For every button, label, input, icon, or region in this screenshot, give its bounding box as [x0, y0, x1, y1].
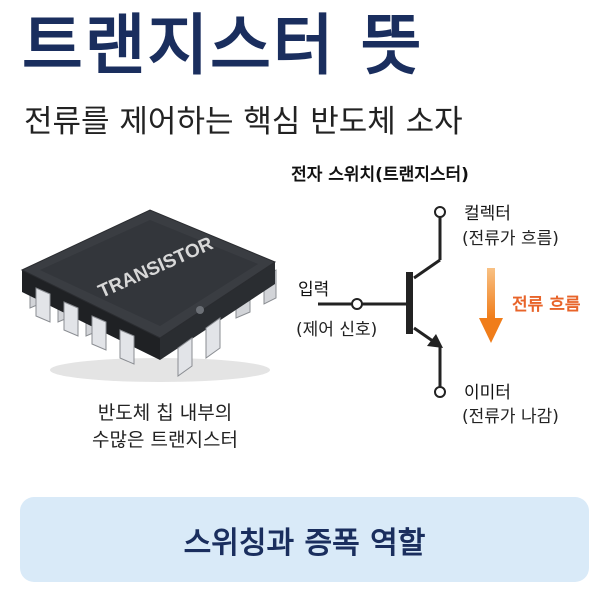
collector-desc: (전류가 흐름) [462, 229, 559, 249]
chip-pin [119, 329, 135, 365]
banner-text: 스위칭과 증폭 역할 [183, 525, 426, 561]
chip-caption-line2: 수많은 트랜지스터 [92, 428, 238, 451]
collector-terminal [434, 206, 446, 218]
emitter-terminal [434, 386, 446, 398]
summary-banner: 스위칭과 증폭 역할 [20, 497, 589, 582]
chip-caption-line1: 반도체 칩 내부의 [97, 402, 233, 424]
transistor-diagram: 전자 스위치(트랜지스터) 컬렉터 (전류가 흐름) 입력 (제어 신호) 전류… [291, 165, 581, 427]
chip-pin [91, 315, 107, 351]
current-label: 전류 흐름 [512, 295, 581, 315]
page-title: 트랜지스터 뜻 [22, 7, 424, 84]
input-desc: (제어 신호) [296, 320, 377, 340]
chip-icon: TRANSISTOR [20, 209, 277, 382]
chip-top-inner [40, 220, 258, 326]
page-subtitle: 전류를 제어하는 핵심 반도체 소자 [24, 104, 463, 140]
input-terminal [351, 298, 363, 310]
chip-shadow [50, 358, 270, 382]
collector-label: 컬렉터 [464, 204, 511, 224]
chip-pin [177, 337, 193, 377]
current-arrow-shaft [487, 268, 495, 318]
down-arrow-icon [479, 318, 503, 343]
chip-pin [205, 317, 221, 359]
emitter-label: 이미터 [464, 383, 511, 403]
emitter-arrow-icon [427, 334, 443, 348]
emitter-desc: (전류가 나감) [462, 407, 559, 427]
diagram-title: 전자 스위치(트랜지스터) [291, 165, 469, 185]
chip-body-front [160, 262, 275, 360]
chip-pin [35, 287, 51, 323]
input-label: 입력 [298, 280, 329, 300]
collector-line [413, 258, 441, 280]
chip-pin1-dot [196, 306, 204, 314]
chip-pin [63, 301, 79, 337]
base-bar [406, 272, 413, 334]
chip-caption: 반도체 칩 내부의 수많은 트랜지스터 [40, 400, 290, 453]
